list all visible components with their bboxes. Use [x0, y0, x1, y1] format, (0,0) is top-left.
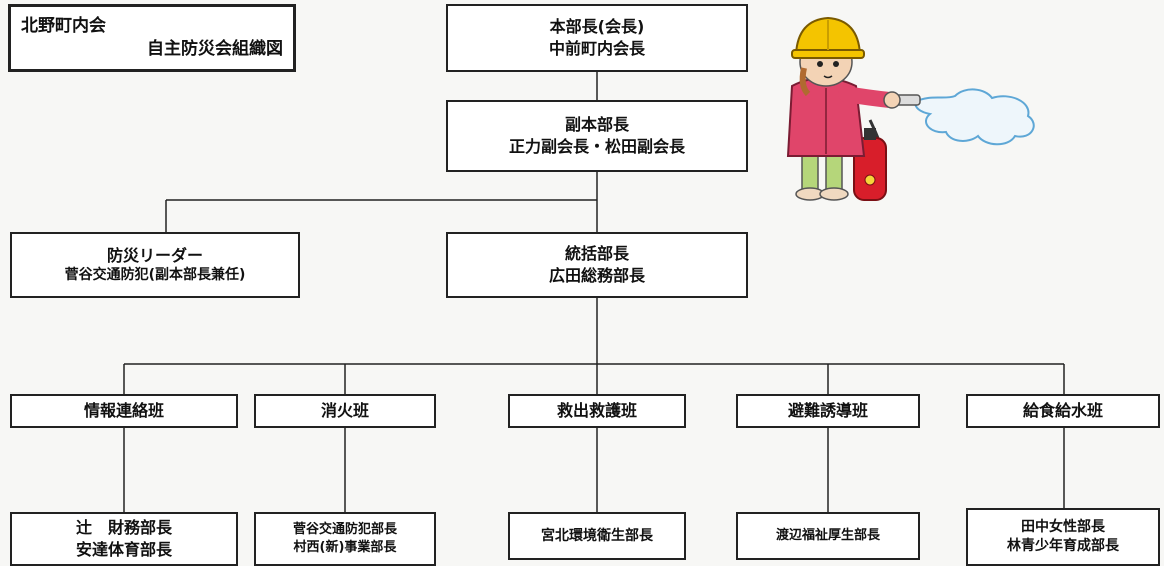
- team-label: 給食給水班: [1022, 401, 1103, 421]
- head-box: 本部長(会長) 中前町内会長: [446, 4, 748, 72]
- member-name: 渡辺福祉厚生部長: [775, 528, 880, 544]
- disaster-leader-box: 防災リーダー 菅谷交通防犯(副本部長兼任): [10, 232, 300, 298]
- vice-head-role: 副本部長: [564, 115, 629, 135]
- team-evacuation-guide: 避難誘導班: [736, 394, 920, 428]
- team-info-liaison-members: 辻 財務部長 安達体育部長: [10, 512, 238, 566]
- vice-head-box: 副本部長 正力副会長・松田副会長: [446, 100, 748, 172]
- team-info-liaison: 情報連絡班: [10, 394, 238, 428]
- disaster-leader-name: 菅谷交通防犯(副本部長兼任): [64, 267, 246, 284]
- extinguisher-spray-icon: [913, 88, 1035, 146]
- team-firefighting-members: 菅谷交通防犯部長 村西(新)事業部長: [254, 512, 436, 566]
- team-rescue-aid-members: 宮北環境衛生部長: [508, 512, 686, 560]
- team-label: 情報連絡班: [83, 401, 164, 421]
- general-manager-box: 統括部長 広田総務部長: [446, 232, 748, 298]
- member-name: 安達体育部長: [75, 540, 172, 559]
- member-name: 辻 財務部長: [75, 518, 172, 538]
- general-manager-name: 広田総務部長: [548, 266, 645, 285]
- vice-head-name: 正力副会長・松田副会長: [508, 137, 685, 156]
- chart-title: 自主防災会組織図: [147, 39, 283, 59]
- fire-extinguisher-girl-illustration: [786, 16, 1035, 201]
- chart-title-box: 北野町内会 自主防災会組織図: [8, 4, 296, 72]
- head-name: 中前町内会長: [548, 39, 645, 58]
- team-label: 消火班: [320, 401, 369, 421]
- member-name: 田中女性部長: [1021, 519, 1105, 536]
- team-evacuation-guide-members: 渡辺福祉厚生部長: [736, 512, 920, 560]
- organization-name: 北野町内会: [21, 16, 106, 37]
- disaster-leader-role: 防災リーダー: [106, 245, 203, 265]
- team-label: 救出救護班: [556, 401, 637, 421]
- team-food-water: 給食給水班: [966, 394, 1160, 428]
- team-label: 避難誘導班: [787, 401, 868, 421]
- member-name: 菅谷交通防犯部長: [292, 522, 397, 538]
- general-manager-role: 統括部長: [564, 244, 629, 264]
- head-role: 本部長(会長): [549, 17, 645, 37]
- member-name: 村西(新)事業部長: [293, 540, 397, 555]
- member-name: 宮北環境衛生部長: [541, 527, 653, 544]
- member-name: 林青少年育成部長: [1007, 538, 1119, 554]
- team-rescue-aid: 救出救護班: [508, 394, 686, 428]
- team-firefighting: 消火班: [254, 394, 436, 428]
- team-food-water-members: 田中女性部長 林青少年育成部長: [966, 508, 1160, 566]
